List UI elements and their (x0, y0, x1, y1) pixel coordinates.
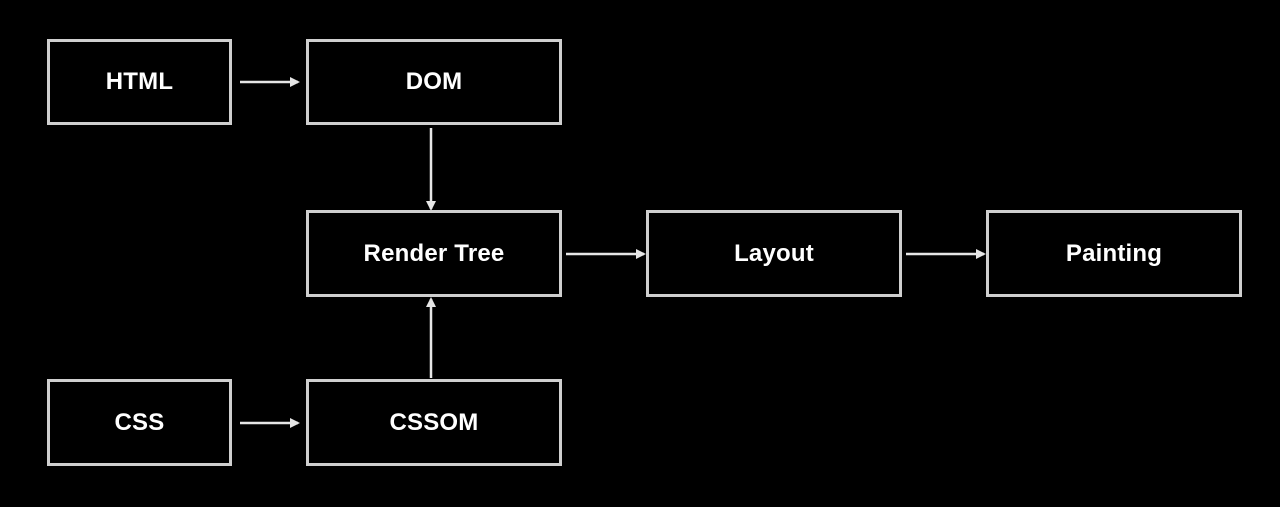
node-dom-label: DOM (405, 68, 463, 95)
node-cssom-label: CSSOM (389, 408, 479, 436)
node-dom: DOM (306, 39, 562, 125)
node-html-label: HTML (105, 68, 174, 95)
node-cssom: CSSOM (306, 379, 562, 466)
node-layout: Layout (646, 210, 902, 297)
node-layout-label: Layout (734, 239, 814, 267)
node-painting: Painting (986, 210, 1242, 297)
node-css-label: CSS (114, 408, 165, 436)
node-html: HTML (47, 39, 232, 125)
node-css: CSS (47, 379, 232, 466)
node-render-tree-label: Render Tree (363, 239, 505, 267)
node-render-tree: Render Tree (306, 210, 562, 297)
node-painting-label: Painting (1065, 239, 1163, 267)
